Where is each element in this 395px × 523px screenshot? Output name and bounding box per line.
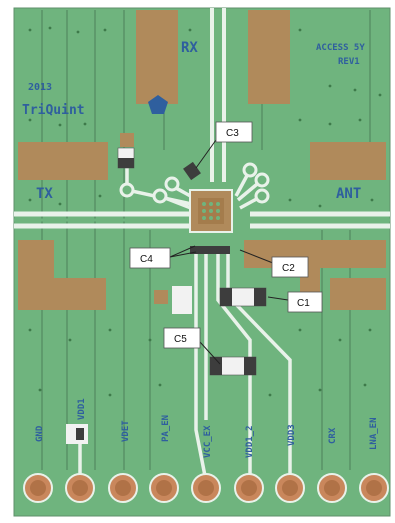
copper-pads <box>18 10 386 310</box>
pin-hole <box>234 473 264 503</box>
pin-hole <box>275 473 305 503</box>
callout-c3: C3 <box>215 121 253 143</box>
pin-holes <box>23 473 389 503</box>
pin-label: VCC_EX <box>203 425 213 458</box>
callout-c5-label: C5 <box>174 334 187 345</box>
callout-c4-label: C4 <box>140 254 153 265</box>
pin-traces <box>78 250 292 477</box>
smd-components <box>66 147 267 444</box>
via-rings <box>119 162 270 204</box>
callout-c3-label: C3 <box>226 128 239 139</box>
pin-label: VDD1 <box>77 398 87 420</box>
callout-c1: C1 <box>287 291 323 313</box>
pin-hole <box>359 473 389 503</box>
via-dots <box>28 26 382 397</box>
callout-c5: C5 <box>163 327 201 349</box>
pin-label: CRX <box>328 427 338 444</box>
tx-label: TX <box>36 186 53 202</box>
pin-hole <box>108 473 138 503</box>
access-label: ACCESS 5Y <box>316 43 365 53</box>
year-label: 2013 <box>28 82 52 93</box>
rf-horizontal-lines <box>14 211 390 229</box>
ant-label: ANT <box>336 186 361 202</box>
callout-c1-label: C1 <box>297 298 310 309</box>
rev-label: REV1 <box>338 57 360 67</box>
pin-hole <box>149 473 179 503</box>
pin-hole <box>65 473 95 503</box>
logo-text: TriQuint <box>22 103 85 118</box>
pin-label: VDD1_2 <box>245 425 255 458</box>
pin-label: LNA_EN <box>369 417 379 450</box>
pin-hole <box>317 473 347 503</box>
pin-label: PA_EN <box>161 415 171 442</box>
pin-hole <box>23 473 53 503</box>
pin-label: VDD3 <box>287 424 297 446</box>
pin-hole <box>191 473 221 503</box>
pin-label: VDET <box>121 420 131 442</box>
callout-c2-label: C2 <box>282 263 295 274</box>
rx-vertical-line <box>210 8 226 182</box>
callout-c4: C4 <box>129 247 171 269</box>
logo-pentagon-icon <box>148 95 168 114</box>
ic-chip <box>189 189 233 233</box>
pin-label: GND <box>35 425 45 442</box>
callout-leaders <box>169 139 289 365</box>
callout-c2: C2 <box>271 256 309 278</box>
rx-label: RX <box>181 40 198 56</box>
